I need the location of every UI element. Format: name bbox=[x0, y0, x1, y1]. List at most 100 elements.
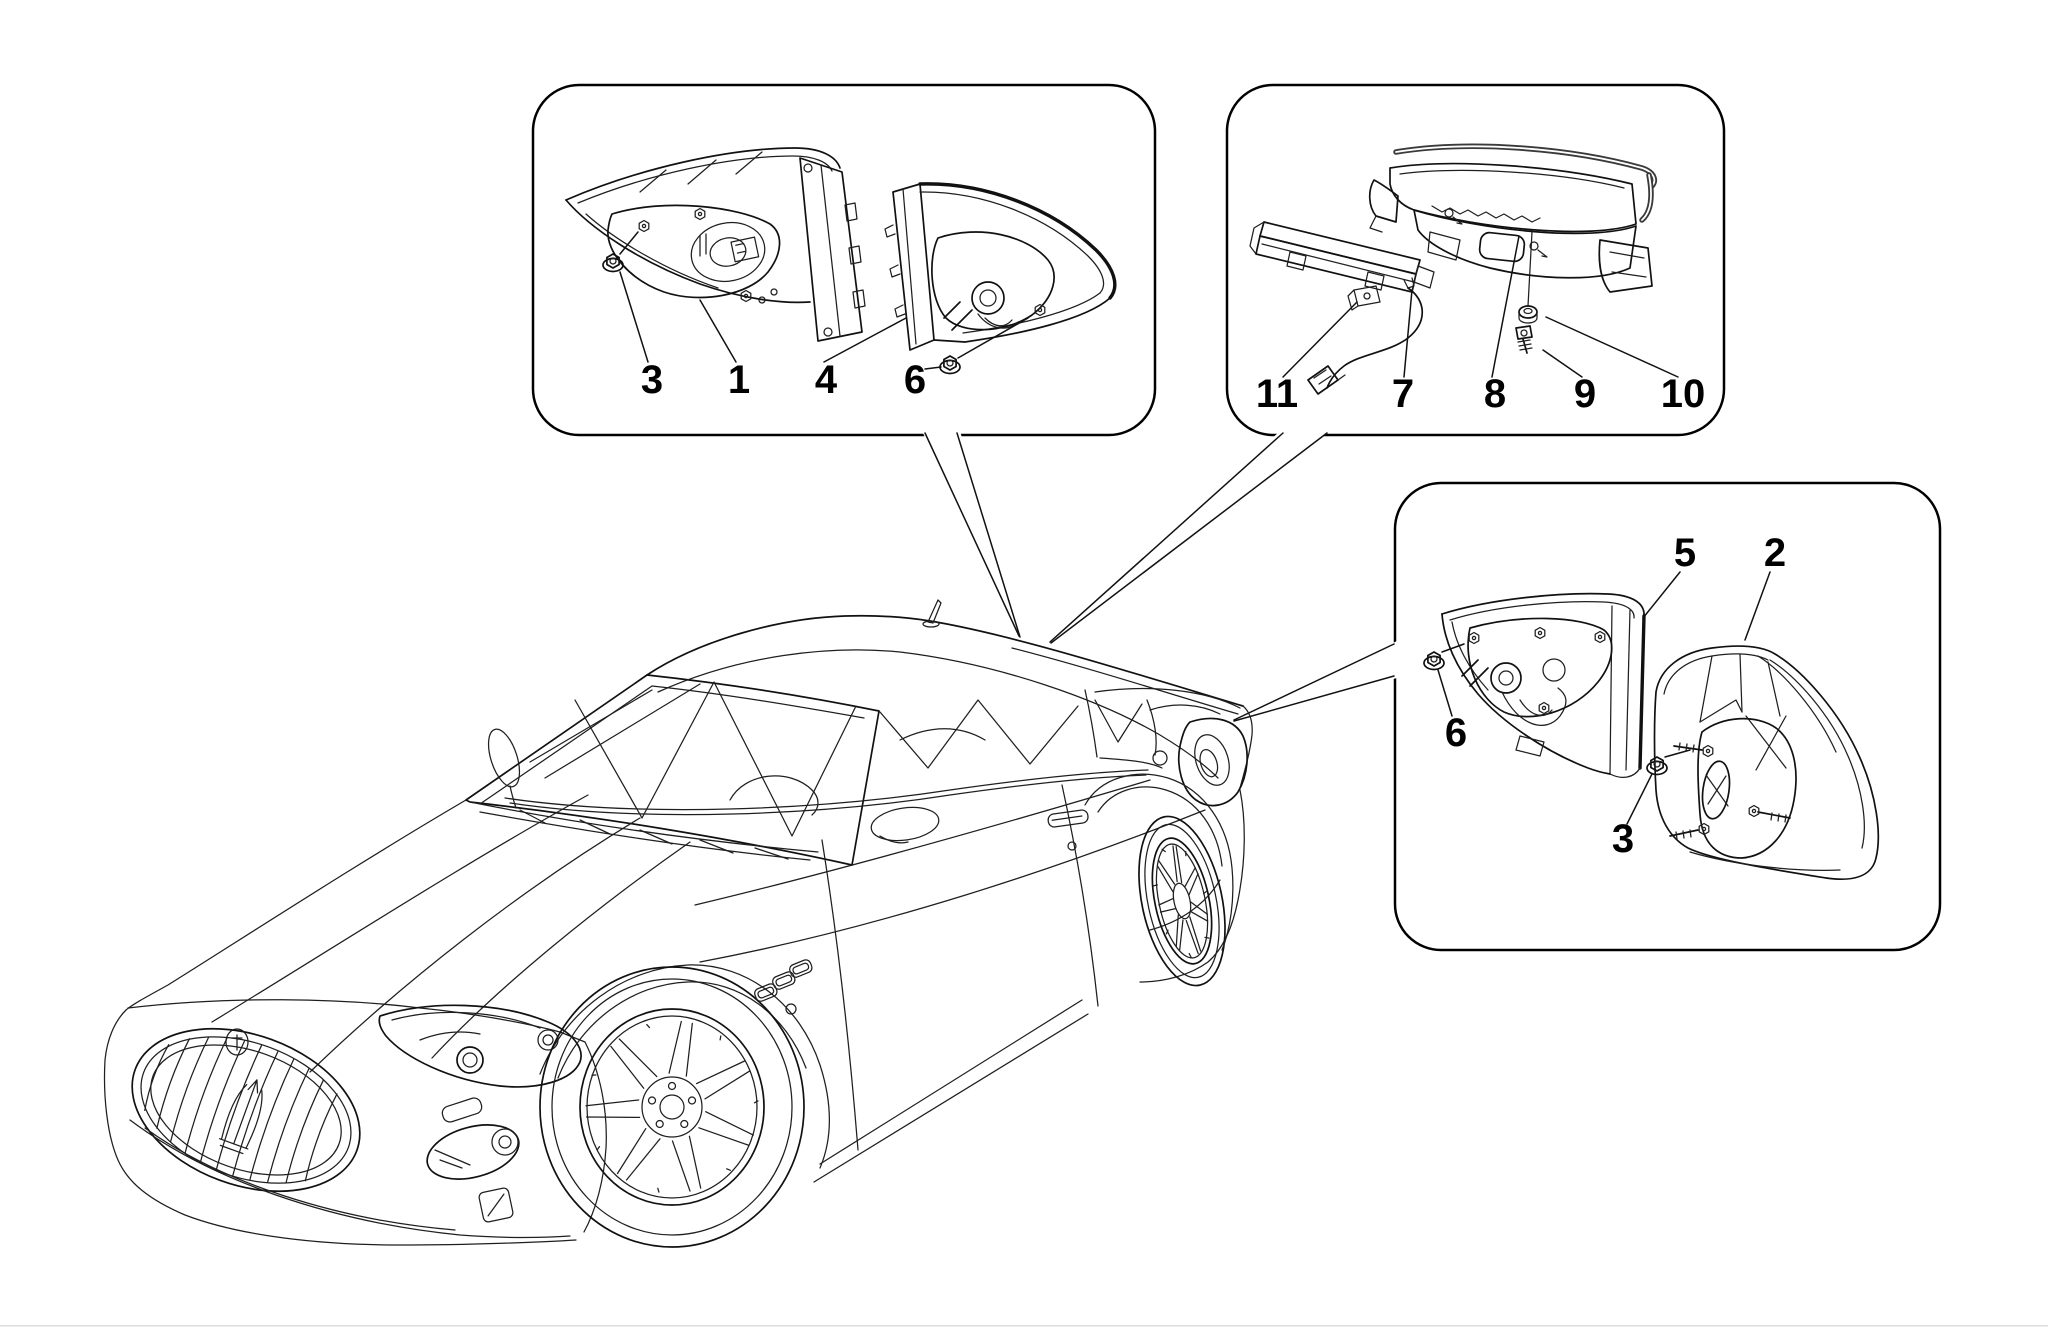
detail-line bbox=[596, 1145, 601, 1151]
detail-line bbox=[657, 1187, 660, 1193]
detail-line bbox=[1175, 914, 1179, 947]
nut-bore bbox=[1653, 760, 1661, 768]
front-wheel-arch bbox=[539, 964, 830, 1169]
nut-hex bbox=[1650, 756, 1664, 772]
side-body bbox=[694, 750, 1206, 1183]
detail-line bbox=[1179, 919, 1184, 951]
stud-tip bbox=[1537, 630, 1543, 636]
lug-nut bbox=[667, 1081, 677, 1091]
detail-line bbox=[1202, 890, 1208, 895]
roofline bbox=[646, 614, 1244, 707]
detail-line bbox=[1189, 916, 1202, 952]
nut-hex bbox=[1427, 651, 1441, 667]
stud-hex bbox=[694, 207, 706, 221]
stud-hex bbox=[1702, 744, 1714, 758]
fastener-hardware bbox=[602, 207, 1760, 836]
nut-hex bbox=[943, 355, 957, 371]
stud-tip bbox=[1701, 826, 1707, 832]
front-wheel bbox=[539, 964, 830, 1248]
trim-panel bbox=[1368, 143, 1657, 307]
leader-lines-box-a bbox=[619, 231, 1029, 370]
screw-and-washer bbox=[1515, 305, 1538, 354]
callout-label-4: 4 bbox=[815, 358, 838, 402]
panel-box-taillights-upper bbox=[531, 83, 1157, 437]
leader-lines-box-c bbox=[1437, 571, 1771, 825]
detail-line bbox=[705, 1111, 754, 1136]
front-bumper-details bbox=[129, 1097, 571, 1239]
stud-hex bbox=[1748, 804, 1760, 818]
car-line-drawing bbox=[103, 599, 1253, 1248]
detail-line bbox=[585, 1099, 640, 1107]
inner-taillight-unit bbox=[565, 147, 866, 342]
callout-label-9: 9 bbox=[1574, 372, 1596, 416]
stud-hex bbox=[1468, 631, 1480, 645]
rear-wheel-arch bbox=[1084, 773, 1234, 951]
nut-bore bbox=[609, 257, 617, 265]
stud-tip bbox=[1037, 307, 1043, 313]
callout-label-3: 3 bbox=[641, 358, 663, 402]
detail-line bbox=[719, 1035, 722, 1041]
detail-line bbox=[688, 1135, 702, 1189]
detail-line bbox=[1185, 851, 1187, 857]
stud-hex bbox=[1698, 822, 1710, 836]
hood-shutline bbox=[127, 999, 561, 1033]
detail-line bbox=[646, 1023, 651, 1029]
hood-lines bbox=[211, 794, 691, 1073]
stud-hex bbox=[1034, 303, 1046, 317]
stud-hex bbox=[740, 289, 752, 303]
detail-line bbox=[671, 1140, 691, 1192]
detail-line bbox=[1152, 884, 1158, 887]
callout-label-1: 1 bbox=[728, 358, 750, 402]
stud-hex bbox=[1534, 626, 1546, 640]
wiper-cowl bbox=[469, 801, 819, 861]
stud-tip bbox=[641, 223, 647, 229]
nut-bore bbox=[946, 359, 954, 367]
callout-label-5: 5 bbox=[1674, 531, 1696, 575]
detail-line bbox=[144, 1044, 170, 1111]
side-windows bbox=[504, 647, 1239, 816]
detail-line bbox=[704, 1070, 751, 1100]
brake-light-illustration: 11 7 8 9 10 bbox=[1249, 143, 1705, 416]
panel-box-brake-light bbox=[1225, 83, 1726, 437]
detail-line bbox=[304, 1093, 338, 1182]
detail-line bbox=[184, 1037, 228, 1154]
leader-lines-box-b bbox=[1282, 235, 1679, 378]
bumper-side-edge bbox=[559, 1031, 607, 1233]
detail-line bbox=[1159, 908, 1177, 913]
page-bottom-edge bbox=[0, 1325, 2048, 1327]
detail-line bbox=[1175, 845, 1183, 884]
stud-tip bbox=[1751, 808, 1757, 814]
detail-line bbox=[753, 1100, 759, 1104]
wedge-line bbox=[1233, 643, 1395, 721]
detail-line bbox=[266, 1067, 310, 1183]
stud-tip bbox=[1597, 634, 1603, 640]
panel-box-taillights-lower bbox=[1393, 481, 1942, 952]
roof-side-rail bbox=[657, 649, 1219, 779]
lug-nut bbox=[680, 1119, 689, 1129]
detail-line bbox=[695, 1060, 746, 1085]
detail-line bbox=[1156, 865, 1174, 893]
wedge-line bbox=[924, 432, 1020, 637]
bulb-socket bbox=[690, 221, 766, 283]
detail-line bbox=[616, 1127, 647, 1175]
stud-hex bbox=[1538, 701, 1550, 715]
detail-line bbox=[249, 1058, 295, 1181]
detail-line bbox=[618, 1038, 658, 1078]
detail-line bbox=[215, 1044, 263, 1170]
detail-line bbox=[232, 1051, 279, 1176]
right-side-mirror bbox=[870, 806, 940, 844]
detail-line bbox=[1184, 866, 1196, 887]
detail-line bbox=[1172, 845, 1178, 883]
wedge-line bbox=[956, 432, 1021, 638]
stud-hex bbox=[1594, 630, 1606, 644]
lug-nut bbox=[687, 1096, 697, 1105]
left-side-mirror bbox=[487, 728, 521, 809]
detail-line bbox=[1188, 872, 1199, 896]
stud-tip bbox=[697, 211, 703, 217]
taillight-pair-lower-illustration: 5 2 6 3 bbox=[1437, 531, 1880, 881]
flanged-nut bbox=[939, 359, 961, 375]
detail-line bbox=[1161, 848, 1166, 853]
trident-emblem bbox=[218, 1079, 263, 1155]
detail-line bbox=[1158, 897, 1174, 906]
